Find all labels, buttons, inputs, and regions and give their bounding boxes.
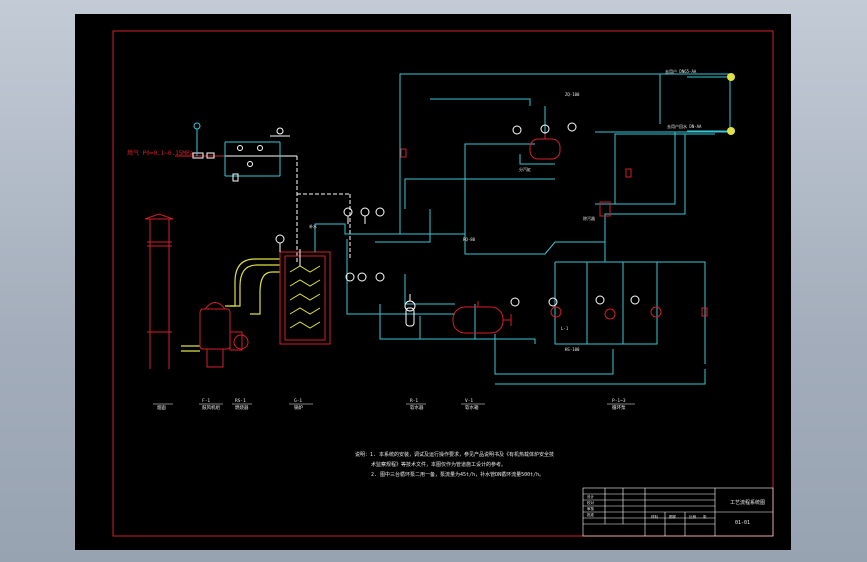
tag-return-line: HS-100 [565,347,580,352]
chimney [144,213,174,369]
svg-text:审核: 审核 [587,506,595,511]
tag-steam-line: ZQ-100 [565,92,580,97]
equip-name-softener: 软水器 [410,404,424,411]
equip-code-fan: F-1 [202,398,210,404]
svg-text:批准: 批准 [587,512,595,517]
svg-text:张: 张 [703,514,707,519]
drawing-number: 01-01 [735,520,750,526]
drawing-title: 工艺流程系统图 [730,499,765,506]
gas-train [175,122,351,262]
process-flow-diagram: 燃气 P0=0.1~0.15MPa [112,30,774,537]
instruments [275,122,640,312]
equip-name-tank: 软水箱 [465,404,479,411]
equip-name-pumps: 循环泵 [612,404,626,411]
outlet-endpoints [687,73,735,135]
outlet-label-2: 去用户回水 DN-AA [667,123,702,129]
svg-text:材料: 材料 [651,514,659,519]
flue-duct [181,258,280,352]
tag-filter: 除污器 [583,215,595,221]
blower-burner [199,302,249,368]
title-block [582,487,774,537]
equipment-labels: 烟囱 F-1 鼓风机组 RS-1 燃烧器 G-1 锅炉 R-1 软水器 V-1 … [157,398,626,411]
drawing-sheet: 燃气 P0=0.1~0.15MPa [75,14,791,550]
equip-name-boiler: 锅炉 [294,404,303,411]
title-block-rows: 设计 校对 审核 批准 材料 图样 比例 张 [587,494,707,519]
softened-water-tank [452,301,512,334]
svg-text:图样: 图样 [669,514,677,519]
equip-name-fan: 鼓风机组 [202,404,220,411]
separator-vessel [529,134,561,160]
equip-code-pumps: P-1~3 [612,398,626,404]
equip-code-tank: V-1 [465,398,473,404]
tag-makeup: 补水 [309,223,317,229]
water-softener [405,307,415,327]
equip-name-burner: 燃烧器 [235,404,249,411]
equip-name-chimney: 烟囱 [157,404,166,411]
circulation-pumps [400,148,708,320]
piping [314,73,735,385]
tag-gas-line: RQ-80 [463,237,476,242]
note-line-2: 术监察规程》等技术文件，本图仅作为管道施工设计的参考。 [371,461,506,468]
svg-text:校对: 校对 [587,500,595,505]
outlet-label-1: 去用户 DN65-AA [665,68,697,74]
tag-separator: 分汽缸 [519,166,531,172]
drawing-frame [112,30,774,537]
tag-pump: L-1 [561,326,569,331]
equip-code-boiler: G-1 [294,398,302,404]
equip-code-softener: R-1 [410,398,418,404]
note-line-1: 说明：1. 本系统的安装，调试及运行操作要求，参见产品说明书及《有机热载体炉安全… [355,451,554,458]
boiler [279,249,331,345]
gas-inlet-label: 燃气 P0=0.1~0.15MPa [127,149,194,157]
svg-text:比例: 比例 [689,514,697,519]
note-line-3: 2. 图中三台循环泵二用一备，泵流量为45t/h，补水管DN循环流量500t/h… [371,471,544,478]
equip-code-burner: RS-1 [235,398,246,404]
svg-text:设计: 设计 [587,494,595,499]
